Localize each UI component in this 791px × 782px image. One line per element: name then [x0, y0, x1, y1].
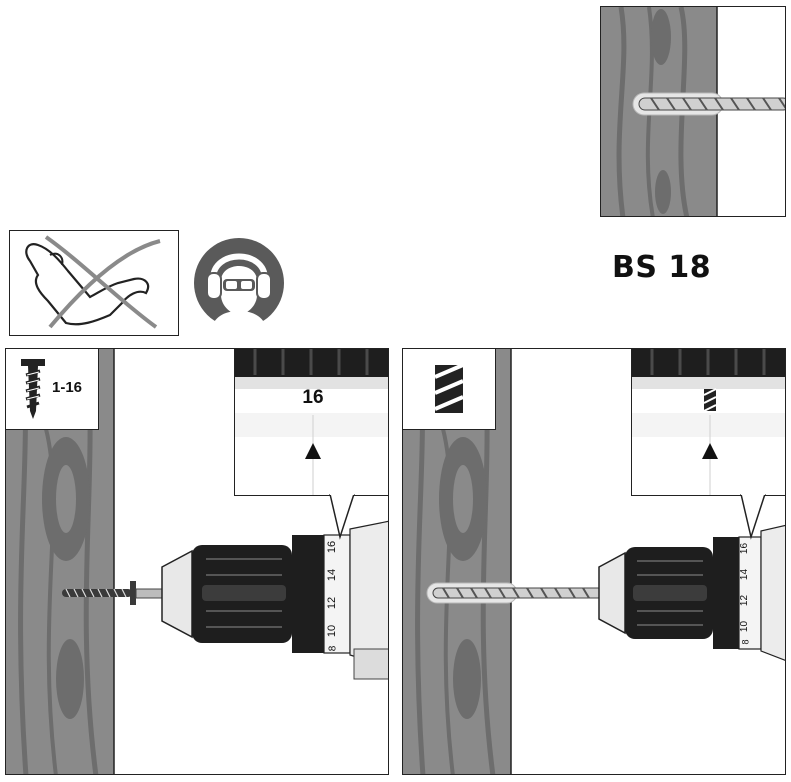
screw-mode-tab: 1-16 — [6, 349, 99, 430]
mode-label: 1-16 — [52, 379, 83, 396]
ring-number: 16 — [326, 540, 339, 554]
ring-number: 8 — [327, 645, 339, 652]
ear-eye-protection-icon — [193, 237, 285, 329]
drilling-panel: 16 14 12 10 8 — [402, 348, 786, 775]
screwdriving-panel: 1-16 16 16 14 12 10 8 — [5, 348, 389, 775]
torque-ring-scale: 16 14 12 10 8 — [324, 539, 350, 651]
drill-bit-icon — [703, 388, 717, 412]
ring-number: 16 — [739, 542, 751, 555]
ring-number: 10 — [739, 620, 751, 633]
ring-number: 14 — [739, 568, 751, 581]
zoom-value: 16 — [302, 387, 324, 408]
drill-mode-tab — [403, 349, 496, 430]
callout-pointer — [740, 493, 766, 540]
ring-number: 12 — [326, 596, 339, 610]
callout-pointer — [329, 493, 355, 540]
screw-icon — [21, 359, 45, 419]
torque-ring-scale: 16 14 12 10 8 — [739, 541, 761, 647]
zoom-callout: 16 — [234, 349, 388, 496]
ring-number: 10 — [326, 624, 339, 638]
drill-bit-icon — [434, 363, 464, 413]
model-name: BS 18 — [612, 250, 712, 285]
zoom-callout — [631, 349, 785, 496]
ring-number: 14 — [326, 568, 339, 582]
drill-into-wood-figure — [600, 6, 786, 217]
no-glove-icon — [25, 235, 161, 329]
ring-number: 8 — [740, 639, 751, 645]
no-glove-icon-box — [9, 230, 179, 336]
ring-number: 12 — [739, 594, 751, 607]
